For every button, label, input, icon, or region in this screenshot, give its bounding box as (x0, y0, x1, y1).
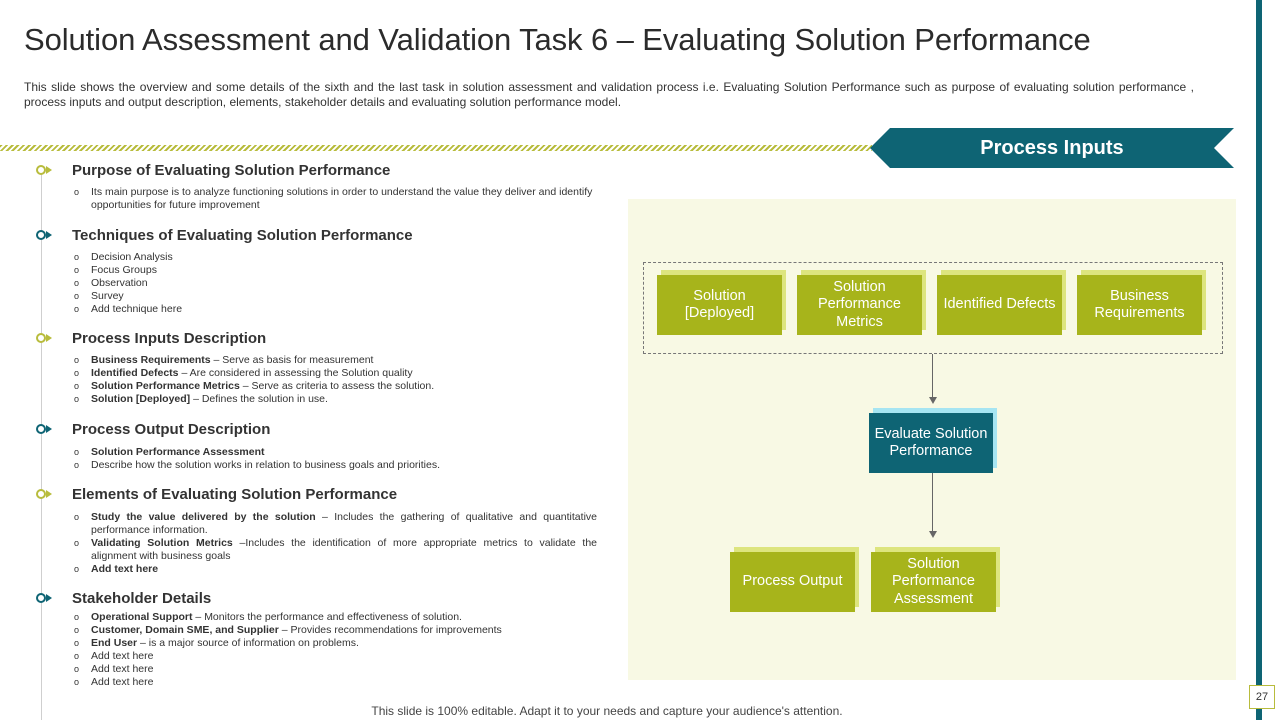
section-heading-purpose: Purpose of Evaluating Solution Performan… (72, 162, 391, 179)
node-solution-performance-metrics: Solution Performance Metrics (797, 275, 922, 335)
section-marker-icon (36, 164, 52, 176)
section-heading-elements: Elements of Evaluating Solution Performa… (72, 486, 398, 503)
hatched-divider (0, 145, 872, 151)
connector-line (932, 473, 933, 531)
section-marker-icon (36, 488, 52, 500)
section-marker-icon (36, 592, 52, 604)
section-heading-process-inputs: Process Inputs Description (72, 330, 267, 347)
intro-text: This slide shows the overview and some d… (24, 80, 1194, 109)
section-marker-icon (36, 229, 52, 241)
node-business-requirements: Business Requirements (1077, 275, 1202, 335)
timeline-line (41, 170, 42, 720)
slide-title: Solution Assessment and Validation Task … (24, 22, 1091, 57)
node-process-output: Process Output (730, 552, 855, 612)
section-marker-icon (36, 332, 52, 344)
page-number: 27 (1249, 685, 1275, 709)
node-solution-deployed: Solution [Deployed] (657, 275, 782, 335)
arrow-down-icon (929, 531, 937, 538)
right-accent-bar (1256, 0, 1262, 720)
section-marker-icon (36, 423, 52, 435)
footer-note: This slide is 100% editable. Adapt it to… (371, 704, 843, 718)
banner-label: Process Inputs (980, 137, 1124, 159)
section-heading-process-output: Process Output Description (72, 421, 271, 438)
inputs-group-box (643, 262, 1223, 354)
arrow-down-icon (929, 397, 937, 404)
process-inputs-banner: Process Inputs (870, 128, 1234, 168)
connector-line (932, 354, 933, 398)
section-heading-techniques: Techniques of Evaluating Solution Perfor… (72, 227, 413, 244)
node-identified-defects: Identified Defects (937, 275, 1062, 335)
node-evaluate-solution-performance: Evaluate Solution Performance (869, 413, 993, 473)
node-solution-performance-assessment: Solution Performance Assessment (871, 552, 996, 612)
section-heading-stakeholders: Stakeholder Details (72, 590, 212, 607)
